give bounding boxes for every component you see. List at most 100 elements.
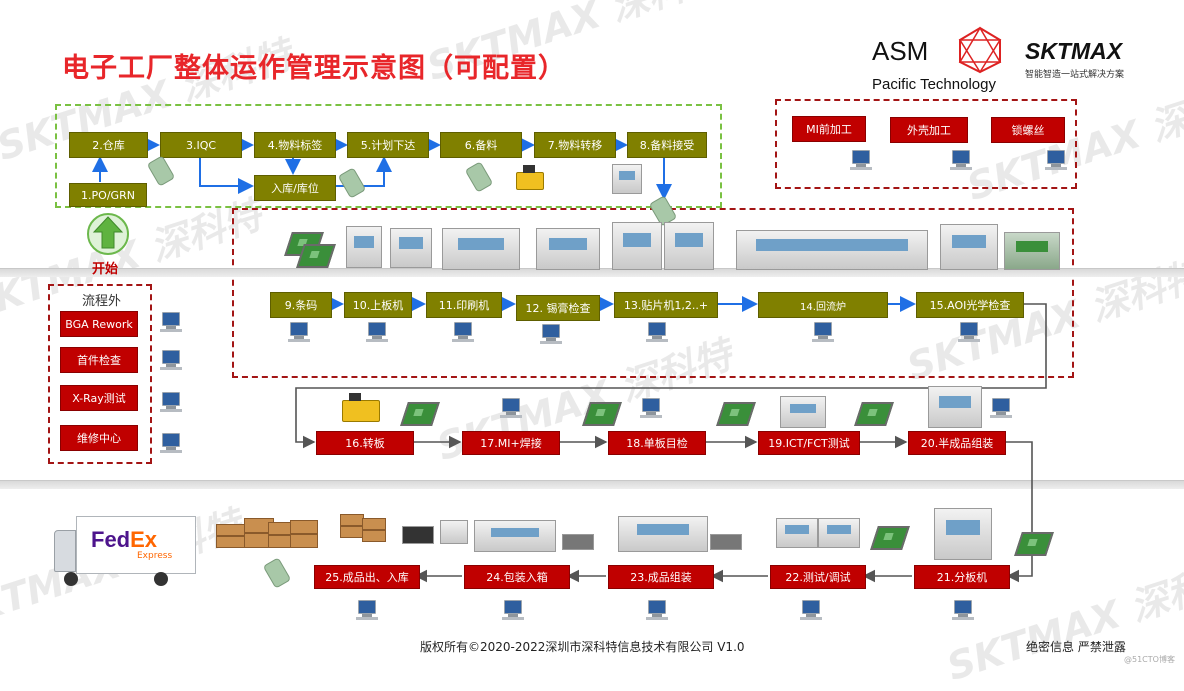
conveyor-belt [0, 480, 1184, 489]
assembly-station-icon [928, 386, 982, 428]
step-pick-place[interactable]: 13.贴片机1,2..+ [614, 292, 718, 318]
test-equipment-icon [776, 518, 818, 548]
smt-machine-icon [390, 228, 432, 268]
step-case-processing[interactable]: 外壳加工 [890, 117, 968, 143]
step-final-assembly[interactable]: 23.成品组装 [608, 565, 714, 589]
reflow-oven-icon [736, 230, 928, 270]
step-printer[interactable]: 11.印刷机 [426, 292, 502, 318]
smt-machine-icon [346, 226, 382, 268]
step-finished-goods-storage[interactable]: 25.成品出、入库 [314, 565, 420, 589]
copyright-text: 版权所有©2020-2022深圳市深科特信息技术有限公司 V1.0 [420, 640, 745, 654]
computer-icon [160, 312, 182, 332]
step-testing-debug[interactable]: 22.测试/调试 [770, 565, 866, 589]
asm-logo-text: ASM [872, 36, 929, 66]
computer-icon [646, 600, 668, 620]
smt-machine-icon [536, 228, 600, 270]
offline-bga-rework[interactable]: BGA Rework [60, 311, 138, 337]
sktmax-logo: SKTMAX 智能智造一站式解决方案 [1025, 38, 1155, 86]
cardboard-box-icon [216, 524, 246, 548]
step-po-grn[interactable]: 1.PO/GRN [69, 183, 147, 207]
step-plan-release[interactable]: 5.计划下达 [347, 132, 429, 158]
step-iqc[interactable]: 3.IQC [160, 132, 242, 158]
fedex-ex: Ex [130, 527, 158, 552]
packing-station-icon [474, 520, 556, 552]
offline-first-article[interactable]: 首件检查 [60, 347, 138, 373]
step-ict-fct-test[interactable]: 19.ICT/FCT测试 [758, 431, 860, 455]
offline-xray-test[interactable]: X-Ray测试 [60, 385, 138, 411]
step-loader[interactable]: 10.上板机 [344, 292, 412, 318]
computer-icon [502, 600, 524, 620]
computer-icon [160, 350, 182, 370]
delivery-truck-icon: FedEx Express [54, 516, 196, 588]
rack-icon [612, 164, 642, 194]
offline-group [48, 284, 152, 464]
computer-icon [800, 600, 822, 620]
step-warehouse[interactable]: 2.仓库 [69, 132, 148, 158]
agv-cart-icon [342, 393, 380, 422]
step-semi-assembly[interactable]: 20.半成品组装 [908, 431, 1006, 455]
step-depaneling[interactable]: 21.分板机 [914, 565, 1010, 589]
corner-watermark: @51CTO博客 [1124, 655, 1175, 664]
computer-icon [500, 398, 522, 418]
cardboard-box-icon [340, 514, 364, 538]
step-screw-lock[interactable]: 锁螺丝 [991, 117, 1065, 143]
power-supply-icon [562, 534, 594, 550]
flow-arrows [92, 137, 1047, 583]
computer-icon [1045, 150, 1067, 170]
ict-tester-icon [780, 396, 826, 428]
cardboard-box-icon [290, 520, 318, 548]
smt-machine-icon [664, 222, 714, 270]
fedex-express: Express [137, 551, 173, 561]
computer-icon [640, 398, 662, 418]
step-packing[interactable]: 24.包装入箱 [464, 565, 570, 589]
computer-icon [366, 322, 388, 342]
step-mi-preprocess[interactable]: MI前加工 [792, 116, 866, 142]
test-equipment-icon [818, 518, 860, 548]
computer-icon [850, 150, 872, 170]
step-material-transfer[interactable]: 7.物料转移 [534, 132, 616, 158]
step-material-receive[interactable]: 8.备料接受 [627, 132, 707, 158]
computer-icon [540, 324, 562, 344]
sktmax-logo-text: SKTMAX [1025, 38, 1123, 64]
computer-icon [952, 600, 974, 620]
power-supply-icon [710, 534, 742, 550]
up-arrow-icon [87, 213, 129, 255]
computer-icon [950, 150, 972, 170]
computer-icon [990, 398, 1012, 418]
computer-icon [160, 392, 182, 412]
unloader-icon [1004, 232, 1060, 270]
mi-group [775, 99, 1077, 189]
step-visual-inspection[interactable]: 18.单板目检 [608, 431, 706, 455]
computer-icon [452, 322, 474, 342]
asm-logo-subtext: Pacific Technology [872, 76, 996, 93]
offline-repair-center[interactable]: 维修中心 [60, 425, 138, 451]
computer-icon [356, 600, 378, 620]
page-title: 电子工厂整体运作管理示意图（可配置） [62, 53, 566, 84]
step-barcode[interactable]: 9.条码 [270, 292, 332, 318]
step-spi[interactable]: 12. 锡膏检查 [516, 295, 600, 321]
computer-icon [958, 322, 980, 342]
start-label: 开始 [92, 262, 119, 277]
step-prepare-material[interactable]: 6.备料 [440, 132, 522, 158]
aoi-machine-icon [940, 224, 998, 270]
cardboard-box-icon [362, 518, 386, 542]
fedex-fed: Fed [91, 527, 131, 552]
step-storage-location[interactable]: 入库/库位 [254, 175, 336, 201]
smt-machine-icon [612, 222, 662, 270]
printer-icon [440, 520, 468, 544]
step-aoi[interactable]: 15.AOI光学检查 [916, 292, 1024, 318]
sktmax-logo-subtext: 智能智造一站式解决方案 [1025, 70, 1125, 80]
printer-icon [402, 526, 434, 544]
computer-icon [160, 433, 182, 453]
step-mi-welding[interactable]: 17.MI+焊接 [462, 431, 560, 455]
step-material-label[interactable]: 4.物料标签 [254, 132, 336, 158]
warehouse-group [55, 104, 722, 208]
assembly-line-icon [618, 516, 708, 552]
computer-icon [812, 322, 834, 342]
offline-title: 流程外 [82, 294, 122, 309]
step-reflow[interactable]: 14.回流炉 [758, 292, 888, 318]
step-board-transfer[interactable]: 16.转板 [316, 431, 414, 455]
smt-machine-icon [442, 228, 520, 270]
agv-cart-icon [516, 165, 544, 190]
asm-logo-mark [958, 26, 1002, 74]
